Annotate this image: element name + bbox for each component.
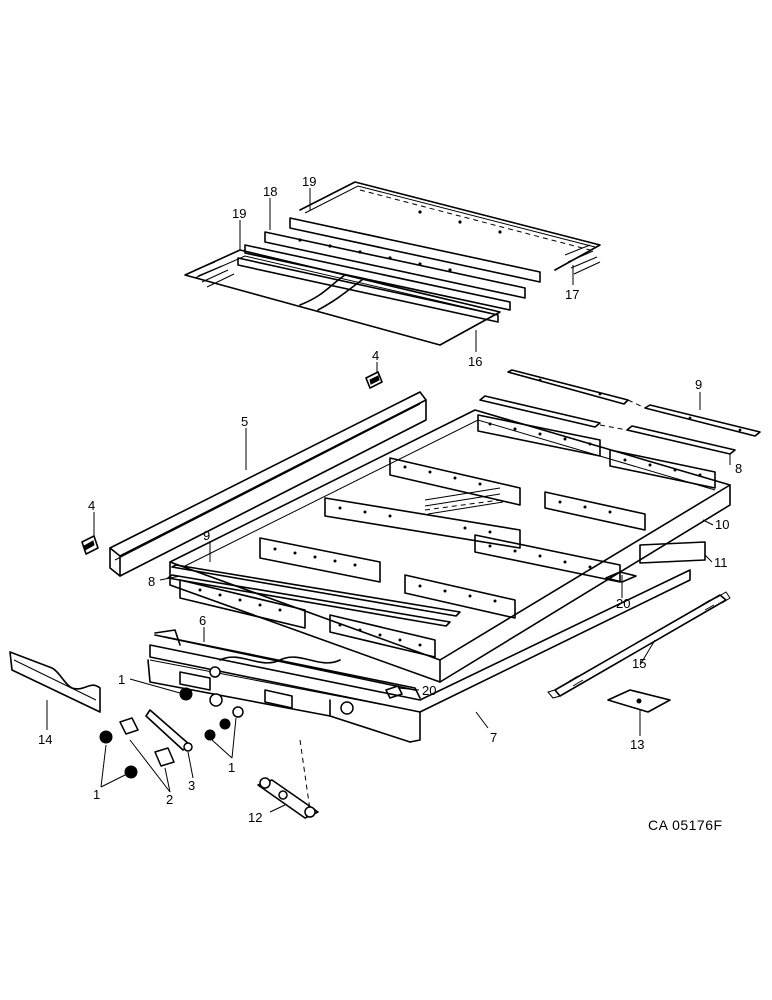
callout-11: 11 bbox=[714, 555, 728, 570]
bracket-left bbox=[81, 535, 99, 555]
callout-19-left: 19 bbox=[232, 206, 246, 221]
callout-5: 5 bbox=[241, 414, 248, 429]
linkage-arm bbox=[257, 739, 319, 819]
callout-2: 2 bbox=[166, 792, 173, 807]
callout-14: 14 bbox=[38, 732, 52, 747]
callout-8-left: 8 bbox=[148, 574, 155, 589]
callout-19-top: 19 bbox=[302, 174, 316, 189]
strip-top-right bbox=[479, 369, 761, 455]
strip-left bbox=[167, 564, 461, 627]
callout-9-right: 9 bbox=[695, 377, 702, 392]
callout-12: 12 bbox=[248, 810, 262, 825]
callout-6: 6 bbox=[199, 613, 206, 628]
figure-code: CA 05176F bbox=[648, 817, 723, 833]
callout-15: 15 bbox=[632, 656, 646, 671]
callout-9-left: 9 bbox=[203, 528, 210, 543]
callout-7: 7 bbox=[490, 730, 497, 745]
callouts: 4 4 5 6 7 8 8 9 9 10 11 12 13 14 15 16 1… bbox=[38, 174, 742, 825]
callout-1-top: 1 bbox=[118, 672, 125, 687]
bracket-top bbox=[365, 371, 383, 389]
callout-1-right: 1 bbox=[228, 760, 235, 775]
lower-frame bbox=[147, 569, 691, 743]
callout-18: 18 bbox=[263, 184, 277, 199]
side-rail bbox=[109, 391, 427, 577]
callout-1-bottom-left: 1 bbox=[93, 787, 100, 802]
tag-20-right bbox=[605, 571, 637, 583]
callout-16: 16 bbox=[468, 354, 482, 369]
plate bbox=[607, 689, 671, 713]
shaft bbox=[547, 591, 731, 699]
tag-20-mid bbox=[385, 685, 403, 699]
callout-8-right: 8 bbox=[735, 461, 742, 476]
main-frame bbox=[169, 409, 731, 683]
callout-3: 3 bbox=[188, 778, 195, 793]
callout-20-right: 20 bbox=[616, 596, 630, 611]
hardware-group bbox=[99, 687, 244, 779]
callout-4-top: 4 bbox=[372, 348, 379, 363]
shield bbox=[9, 651, 101, 713]
callout-4-left: 4 bbox=[88, 498, 95, 513]
sieve-tray-assembly bbox=[184, 181, 601, 346]
callout-13: 13 bbox=[630, 737, 644, 752]
leader-lines bbox=[46, 188, 731, 813]
callout-10: 10 bbox=[715, 517, 729, 532]
callout-17: 17 bbox=[565, 287, 579, 302]
callout-20-mid: 20 bbox=[422, 683, 436, 698]
